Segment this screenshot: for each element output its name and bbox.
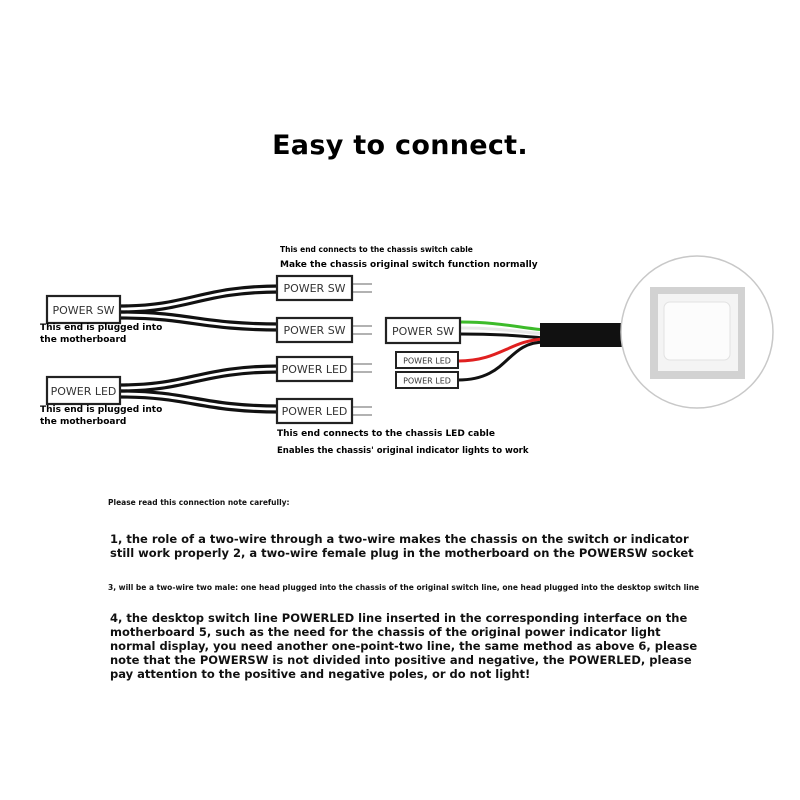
chassis-power-led-connector-1 [275,355,354,383]
power-led-splitter-wires [118,364,282,414]
switch-power-sw-label: POWER SW [392,325,454,338]
switch-power-sw-connector [384,316,462,345]
chassis-power-sw-label-2: POWER SW [283,324,345,337]
chassis-power-sw-label-1: POWER SW [283,282,345,295]
note-3: 3, will be a two-wire two male: one head… [108,583,700,592]
switch-power-led-connector-1 [395,351,459,369]
mb-power-sw-connector [45,294,122,325]
male-pins [352,283,372,416]
mb-led-caption-line1: This end is plugged into [40,405,163,415]
note-1: 1, the role of a two-wire through a two-… [110,532,694,560]
power-sw-splitter-wires [118,284,282,332]
chassis-power-led-label-1: POWER LED [282,363,348,376]
switch-power-led-connector-2 [395,371,459,389]
switch-power-led-label-2: POWER LED [403,377,451,386]
chassis-power-sw-connector-2 [275,316,354,344]
mb-power-led-connector [45,375,122,406]
mb-power-led-label: POWER LED [51,385,117,398]
note-4: 4, the desktop switch line POWERLED line… [110,611,698,681]
notes-heading: Please read this connection note careful… [108,498,290,507]
push-button-switch-icon [620,255,774,409]
led-end-caption-line2: Enables the chassis' original indicator … [277,446,529,456]
sw-end-caption-line2: Make the chassis original switch functio… [280,260,538,270]
page-title: Easy to connect. [272,130,528,161]
mb-power-sw-label: POWER SW [52,304,114,317]
chassis-power-sw-connector-1 [275,274,354,302]
chassis-power-led-connector-2 [275,397,354,425]
mb-sw-caption-line2: the motherboard [40,335,127,345]
led-end-caption-line1: This end connects to the chassis LED cab… [277,429,495,439]
mb-sw-caption-line1: This end is plugged into [40,323,163,333]
switch-power-led-label-1: POWER LED [403,357,451,366]
mb-led-caption-line2: the motherboard [40,417,127,427]
sw-end-caption-line1: This end connects to the chassis switch … [280,245,473,254]
chassis-power-led-label-2: POWER LED [282,405,348,418]
